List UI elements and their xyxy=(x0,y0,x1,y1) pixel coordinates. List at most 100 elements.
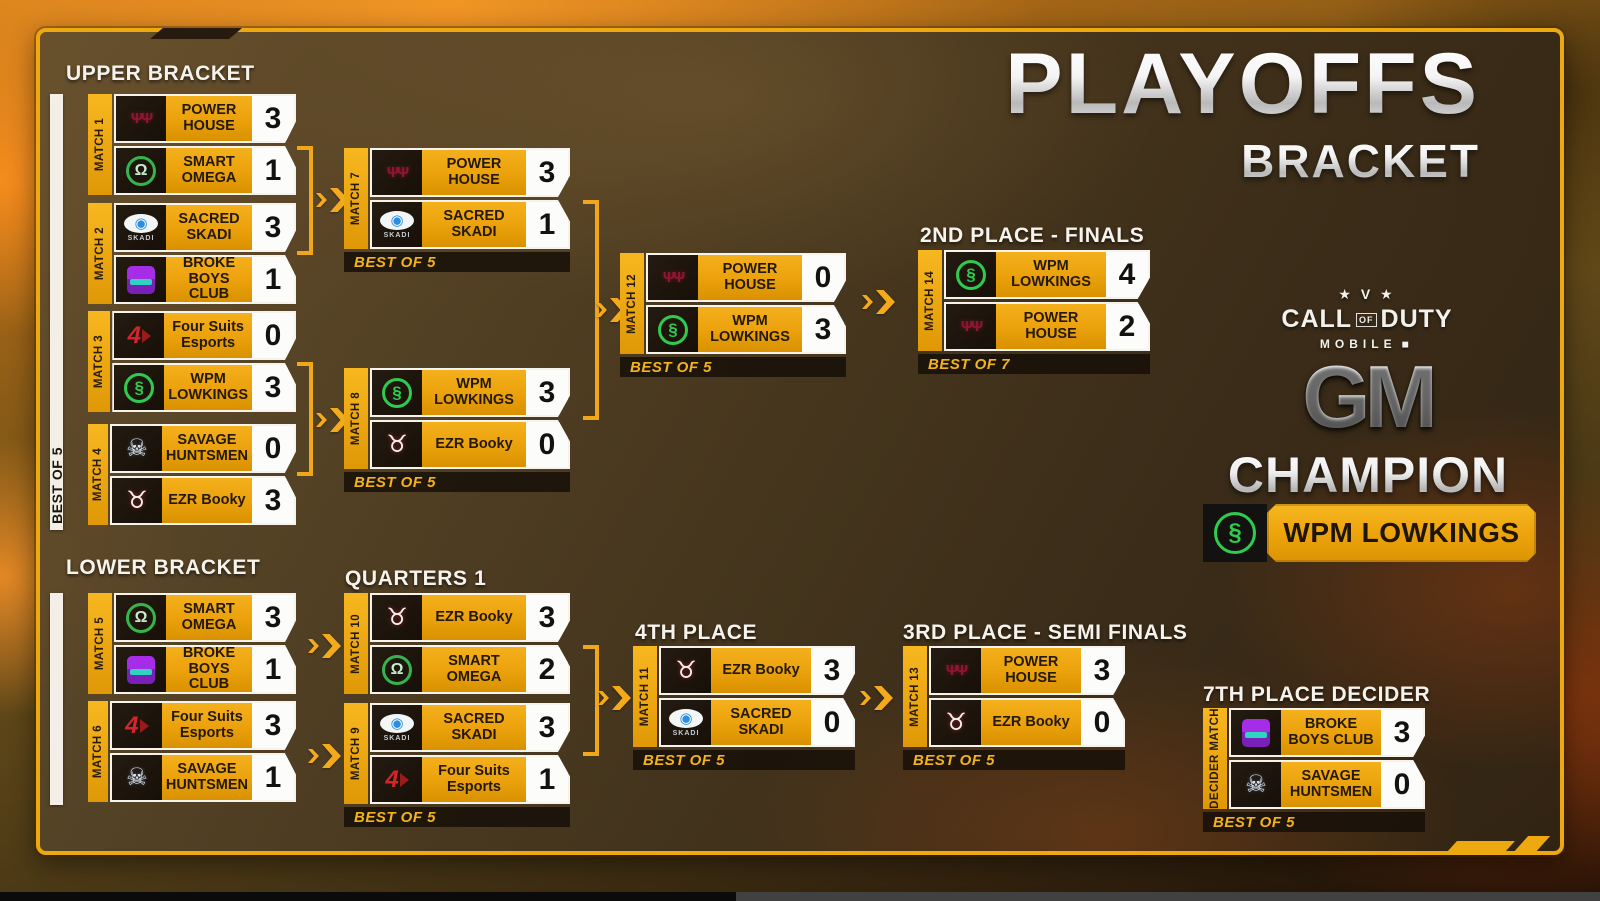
team-name: SACRED SKADI xyxy=(166,205,252,250)
team-name: SAVAGE HUNTSMEN xyxy=(1281,762,1381,807)
team-row: Ω SMART OMEGA 2 xyxy=(370,645,570,694)
team-row: ΨΨ POWER HOUSE 2 xyxy=(944,302,1150,351)
team-name: EZR Booky xyxy=(711,648,811,693)
team-name: SACRED SKADI xyxy=(422,202,526,247)
savage-huntsmen-team-icon: ☠ xyxy=(111,426,162,471)
team-row: ♉ EZR Booky 3 xyxy=(659,646,855,695)
team-score: 3 xyxy=(526,595,568,640)
team-score: 0 xyxy=(1381,762,1423,807)
wpm-lowkings-team-icon: § xyxy=(372,370,422,415)
team-row: BROKE BOYS CLUB 1 xyxy=(114,255,296,304)
match-label: MATCH 5 xyxy=(88,593,112,694)
team-score: 0 xyxy=(252,426,294,471)
match-8: MATCH 8 § WPM LOWKINGS 3 ♉ EZR Booky 0 B… xyxy=(344,368,570,492)
lower-bracket-heading: LOWER BRACKET xyxy=(66,556,261,579)
team-row: ☠ SAVAGE HUNTSMEN 1 xyxy=(109,753,296,802)
bracket-connector xyxy=(583,200,599,420)
team-score: 3 xyxy=(1381,710,1423,755)
team-row: 4 Four Suits Esports 0 xyxy=(112,311,296,360)
champion-team-name: WPM LOWKINGS xyxy=(1267,504,1536,562)
duty-text: DUTY xyxy=(1380,305,1453,333)
broke-boys-club-team-icon xyxy=(1231,710,1281,755)
frame-corner-accent xyxy=(1447,841,1515,852)
four-suits-team-icon: 4 xyxy=(111,703,162,748)
team-score: 3 xyxy=(252,478,294,523)
team-name: Four Suits Esports xyxy=(422,757,526,802)
smart-omega-team-icon: Ω xyxy=(372,647,422,692)
best-of-label: BEST OF 5 xyxy=(1203,812,1425,832)
team-score: 0 xyxy=(1081,700,1123,745)
team-name: SACRED SKADI xyxy=(711,700,811,745)
team-row: § WPM LOWKINGS 4 xyxy=(944,250,1150,299)
match-label: MATCH 4 xyxy=(88,424,108,525)
match-label: MATCH 14 xyxy=(918,250,942,351)
match-1: MATCH 1 ΨΨ POWER HOUSE 3 Ω SMART OMEGA 1 xyxy=(88,94,296,195)
team-name: SMART OMEGA xyxy=(422,647,526,692)
lower-bracket-sidebar xyxy=(50,593,63,805)
ezr-booky-team-icon: ♉ xyxy=(372,595,422,640)
best-of-label: BEST OF 5 xyxy=(344,472,570,492)
team-row: ♉ EZR Booky 3 xyxy=(370,593,570,642)
match-label: DECIDER MATCH xyxy=(1203,708,1227,809)
quarters-heading: QUARTERS 1 xyxy=(345,567,487,590)
ezr-booky-team-icon: ♉ xyxy=(661,648,711,693)
match-12: MATCH 12 ΨΨ POWER HOUSE 0 § WPM LOWKINGS… xyxy=(620,253,846,377)
team-row: ◉SKADI SACRED SKADI 1 xyxy=(370,200,570,249)
match-label: MATCH 7 xyxy=(344,148,368,249)
best-of-label: BEST OF 7 xyxy=(918,354,1150,374)
match-label: MATCH 6 xyxy=(88,701,108,802)
match-10: MATCH 10 ♉ EZR Booky 3 Ω SMART OMEGA 2 xyxy=(344,593,570,694)
team-score: 3 xyxy=(252,205,294,250)
champion-heading: CHAMPION xyxy=(1198,446,1538,504)
team-name: POWER HOUSE xyxy=(422,150,526,195)
seventh-place-heading: 7TH PLACE DECIDER xyxy=(1203,683,1431,706)
match-3: MATCH 3 4 Four Suits Esports 0 § WPM LOW… xyxy=(88,311,296,412)
power-house-team-icon: ΨΨ xyxy=(946,304,996,349)
champion-team-bar: § WPM LOWKINGS xyxy=(1203,504,1536,562)
team-score: 0 xyxy=(526,422,568,467)
team-row: § WPM LOWKINGS 3 xyxy=(112,363,296,412)
match-label: MATCH 10 xyxy=(344,593,368,694)
power-house-team-icon: ΨΨ xyxy=(648,255,698,300)
match-2: MATCH 2 ◉SKADI SACRED SKADI 3 BROKE BOYS… xyxy=(88,203,296,304)
team-score: 4 xyxy=(1106,252,1148,297)
match-9: MATCH 9 ◉SKADI SACRED SKADI 3 4 Four Sui… xyxy=(344,703,570,827)
ezr-booky-team-icon: ♉ xyxy=(111,478,162,523)
team-name: Four Suits Esports xyxy=(161,703,252,748)
team-score: 1 xyxy=(526,202,568,247)
team-name: BROKE BOYS CLUB xyxy=(1281,710,1381,755)
sacred-skadi-team-icon: ◉SKADI xyxy=(372,705,422,750)
team-score: 1 xyxy=(252,647,294,692)
team-score: 2 xyxy=(526,647,568,692)
gm-monogram: GM xyxy=(1278,353,1456,441)
frame-corner-accent xyxy=(150,28,242,39)
sacred-skadi-team-icon: ◉SKADI xyxy=(116,205,166,250)
team-score: 3 xyxy=(252,96,294,141)
team-name: EZR Booky xyxy=(422,595,526,640)
team-score: 3 xyxy=(526,150,568,195)
team-row: Ω SMART OMEGA 1 xyxy=(114,146,296,195)
team-score: 1 xyxy=(252,148,294,193)
team-row: ΨΨ POWER HOUSE 3 xyxy=(370,148,570,197)
fourth-place-heading: 4TH PLACE xyxy=(635,621,758,644)
team-name: Four Suits Esports xyxy=(164,313,252,358)
team-score: 3 xyxy=(811,648,853,693)
bracket-connector xyxy=(297,362,313,476)
best-of-label: BEST OF 5 xyxy=(903,750,1125,770)
sacred-skadi-team-icon: ◉SKADI xyxy=(661,700,711,745)
team-score: 1 xyxy=(252,755,294,800)
team-row: ♉ EZR Booky 0 xyxy=(370,420,570,469)
savage-huntsmen-team-icon: ☠ xyxy=(1231,762,1281,807)
team-name: EZR Booky xyxy=(981,700,1081,745)
team-name: WPM LOWKINGS xyxy=(698,307,802,352)
best-of-label: BEST OF 5 xyxy=(344,252,570,272)
team-score: 3 xyxy=(526,370,568,415)
team-name: WPM LOWKINGS xyxy=(422,370,526,415)
bracket-connector xyxy=(583,645,599,756)
team-score: 3 xyxy=(252,365,294,410)
savage-huntsmen-team-icon: ☠ xyxy=(111,755,162,800)
team-name: POWER HOUSE xyxy=(996,304,1106,349)
team-name: WPM LOWKINGS xyxy=(996,252,1106,297)
team-row: ☠ SAVAGE HUNTSMEN 0 xyxy=(109,424,296,473)
advance-arrow-icon xyxy=(860,686,893,710)
